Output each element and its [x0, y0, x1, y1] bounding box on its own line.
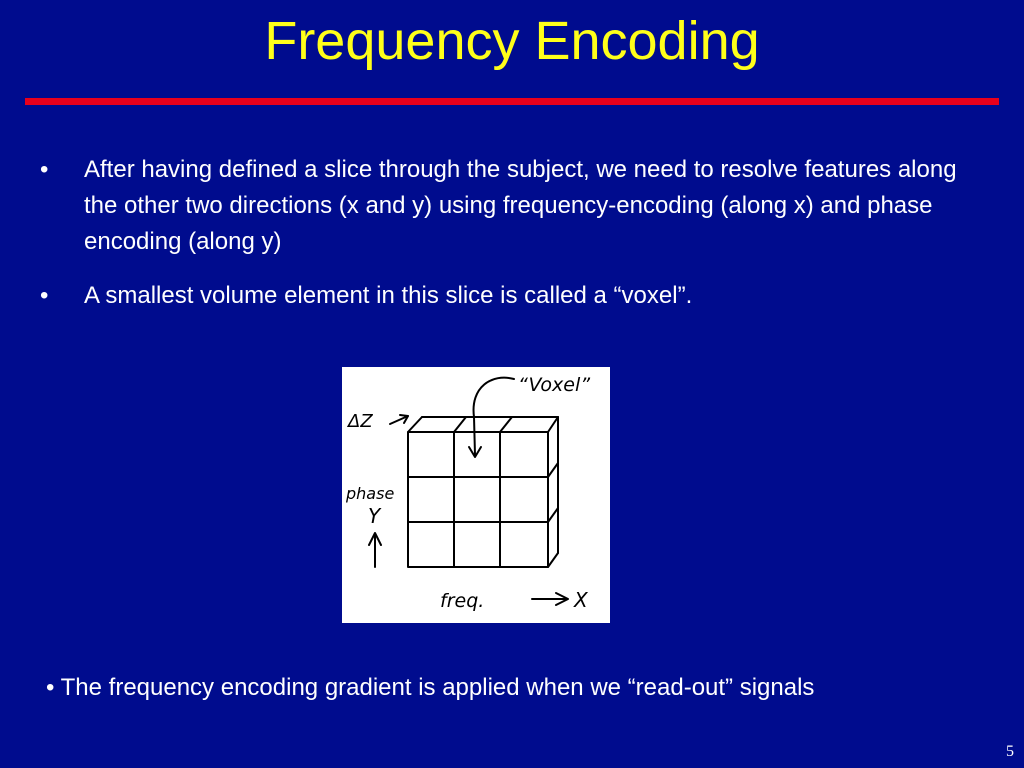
bullet-item: • After having defined a slice through t…	[40, 152, 990, 260]
freq-label: freq.	[440, 590, 484, 612]
voxel-sketch: “Voxel” ΔZ phase Y freq. X	[342, 367, 610, 623]
bullet-list: • After having defined a slice through t…	[40, 152, 990, 332]
bullet-marker: •	[40, 282, 49, 309]
title-divider	[25, 98, 999, 105]
bottom-note: • The frequency encoding gradient is app…	[46, 674, 815, 701]
voxel-sketch-drawing: “Voxel” ΔZ phase Y freq. X	[345, 374, 590, 612]
bullet-item: • A smallest volume element in this slic…	[40, 278, 990, 314]
bullet-text: A smallest volume element in this slice …	[84, 282, 693, 309]
voxel-pointer-arrow	[472, 376, 515, 456]
phase-label: phase	[345, 484, 394, 503]
bullet-marker: •	[40, 156, 49, 183]
page-number: 5	[1006, 743, 1014, 760]
x-axis-label: X	[573, 588, 589, 612]
voxel-label: “Voxel”	[518, 374, 590, 396]
bullet-text: After having defined a slice through the…	[84, 156, 957, 255]
voxel-grid-front	[407, 431, 549, 568]
slide-title: Frequency Encoding	[264, 11, 760, 71]
delta-z-label: ΔZ	[346, 411, 373, 432]
y-axis-label: Y	[368, 504, 382, 528]
